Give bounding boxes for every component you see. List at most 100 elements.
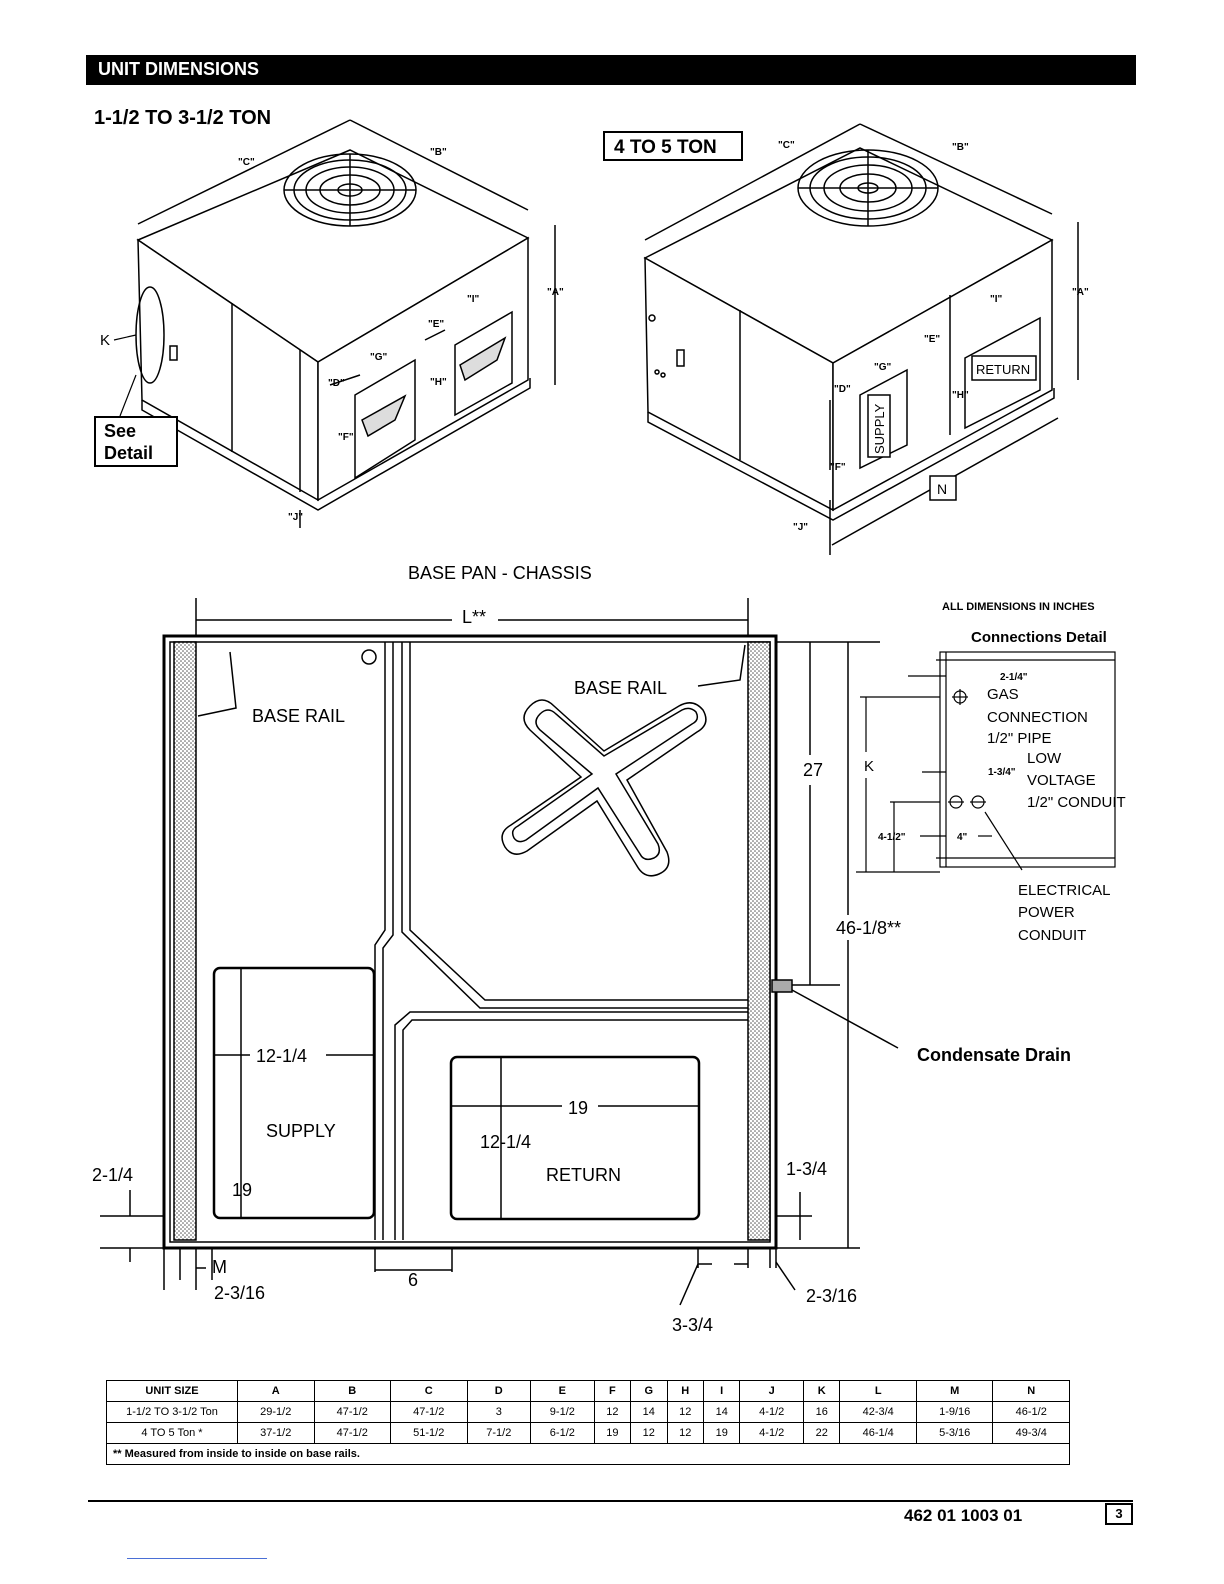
base-pan-title: BASE PAN - CHASSIS: [408, 563, 592, 583]
col-c: C: [390, 1380, 468, 1402]
large-dim-c: "C": [778, 140, 795, 151]
electrical-line3: CONDUIT: [1018, 927, 1086, 944]
table-cell: 12: [666, 1422, 704, 1444]
electrical-line2: POWER: [1018, 904, 1075, 921]
see-detail-box: [94, 416, 178, 467]
table-cell: 7-1/2: [466, 1422, 532, 1444]
col-g: G: [630, 1380, 668, 1402]
large-dim-e: "E": [924, 334, 940, 345]
dim-2-3-16-right: 2-3/16: [806, 1286, 857, 1306]
low-voltage-line3: 1/2" CONDUIT: [1027, 794, 1126, 811]
small-dim-i: "I": [467, 294, 480, 305]
small-unit-title: 1-1/2 TO 3-1/2 TON: [94, 107, 271, 129]
col-b: B: [313, 1380, 391, 1402]
large-dim-h: "H": [952, 390, 969, 401]
dim-6: 6: [408, 1270, 418, 1290]
table-cell: 19: [702, 1422, 741, 1444]
table-cell: 12: [666, 1401, 704, 1423]
see-detail-line2: Detail: [104, 443, 153, 463]
dim-1-3-4: 1-3/4: [786, 1159, 827, 1179]
dim-2-1-4: 2-1/4: [92, 1165, 133, 1185]
large-return-label: RETURN: [976, 362, 1030, 377]
large-dim-j: "J": [793, 522, 808, 533]
conn-dim-2-1-4: 2-1/4": [1000, 672, 1028, 683]
large-dim-d: "D": [834, 384, 851, 395]
connections-detail-drawing: [856, 651, 1116, 873]
conn-dim-4-1-2: 4-1/2": [878, 832, 906, 843]
section-title: UNIT DIMENSIONS: [98, 59, 260, 79]
col-j: J: [739, 1380, 804, 1402]
table-cell: 49-3/4: [992, 1422, 1070, 1444]
footer-rule: [88, 1500, 1133, 1502]
large-dim-i: "I": [990, 294, 1003, 305]
conn-dim-k: K: [864, 758, 874, 775]
large-dim-g: "G": [874, 362, 892, 373]
document-number: 462 01 1003 01: [904, 1506, 1023, 1525]
large-dim-b: "B": [952, 142, 969, 153]
table-cell: 46-1/2: [992, 1401, 1070, 1423]
table-cell: 9-1/2: [530, 1401, 595, 1423]
large-supply-label: SUPPLY: [872, 403, 887, 454]
col-e: E: [530, 1380, 595, 1402]
return-height-dim: 12-1/4: [480, 1132, 531, 1152]
table-cell: 12: [630, 1422, 668, 1444]
col-n: N: [992, 1380, 1070, 1402]
condensate-drain-label: Condensate Drain: [917, 1045, 1071, 1065]
base-rail-left: BASE RAIL: [252, 706, 345, 726]
large-n-box: [929, 475, 957, 501]
table-cell: 1-9/16: [915, 1401, 994, 1423]
base-pan-drawing: [100, 598, 899, 1306]
table-cell: 47-1/2: [313, 1422, 391, 1444]
table-cell: 3: [466, 1401, 532, 1423]
table-cell: 47-1/2: [390, 1401, 468, 1423]
small-unit-drawing: [135, 119, 556, 528]
col-k: K: [802, 1380, 841, 1402]
large-dim-f: "F": [830, 462, 846, 473]
table-cell: 51-1/2: [390, 1422, 468, 1444]
large-unit-drawing: [643, 123, 1079, 555]
large-supply-label-box: [867, 394, 891, 458]
section-header: UNIT DIMENSIONS: [86, 55, 1136, 85]
table-row: 1-1/2 TO 3-1/2 Ton 29-1/2 47-1/2 47-1/2 …: [106, 1401, 1070, 1423]
supply-height-dim: 19: [232, 1180, 252, 1200]
table-row: 4 TO 5 Ton * 37-1/2 47-1/2 51-1/2 7-1/2 …: [106, 1422, 1070, 1444]
gas-label-line1: GAS: [987, 686, 1019, 703]
small-dim-g: "G": [370, 352, 388, 363]
table-cell: 4 TO 5 Ton *: [106, 1422, 238, 1444]
return-width-dim: 19: [568, 1098, 588, 1118]
dim-3-3-4: 3-3/4: [672, 1315, 713, 1335]
large-return-label-box: [971, 355, 1037, 381]
table-cell: 4-1/2: [739, 1422, 804, 1444]
table-cell: 12: [593, 1401, 632, 1423]
table-cell: 19: [593, 1422, 632, 1444]
small-dim-e: "E": [428, 319, 444, 330]
large-unit-title: 4 TO 5 TON: [614, 137, 717, 158]
low-voltage-line2: VOLTAGE: [1027, 772, 1096, 789]
small-dim-c: "C": [238, 157, 255, 168]
col-i: I: [702, 1380, 741, 1402]
base-rail-right: BASE RAIL: [574, 678, 667, 698]
page-number: 3: [1105, 1503, 1133, 1525]
col-m: M: [915, 1380, 994, 1402]
see-detail-line1: See: [104, 421, 136, 441]
table-cell: 5-3/16: [915, 1422, 994, 1444]
col-d: D: [466, 1380, 532, 1402]
conn-dim-4: 4": [957, 832, 968, 843]
col-l: L: [839, 1380, 917, 1402]
table-header-row: UNIT SIZE A B C D E F G H I J K L M N: [106, 1380, 1070, 1402]
small-dim-f: "F": [338, 432, 354, 443]
large-dim-a: "A": [1072, 287, 1089, 298]
base-pan-l-dim: L**: [462, 607, 486, 627]
connections-detail-title: Connections Detail: [971, 629, 1107, 646]
gas-label-line2: CONNECTION: [987, 709, 1088, 726]
small-dim-b: "B": [430, 147, 447, 158]
electrical-line1: ELECTRICAL: [1018, 882, 1111, 899]
low-voltage-line1: LOW: [1027, 750, 1062, 767]
small-dim-d: "D": [328, 378, 345, 389]
dim-2-3-16-left: 2-3/16: [214, 1283, 265, 1303]
link-underline: [127, 1558, 267, 1559]
large-unit-title-box: [603, 131, 743, 161]
gas-label-line3: 1/2" PIPE: [987, 730, 1052, 747]
table-note-row: ** Measured from inside to inside on bas…: [106, 1443, 1070, 1465]
